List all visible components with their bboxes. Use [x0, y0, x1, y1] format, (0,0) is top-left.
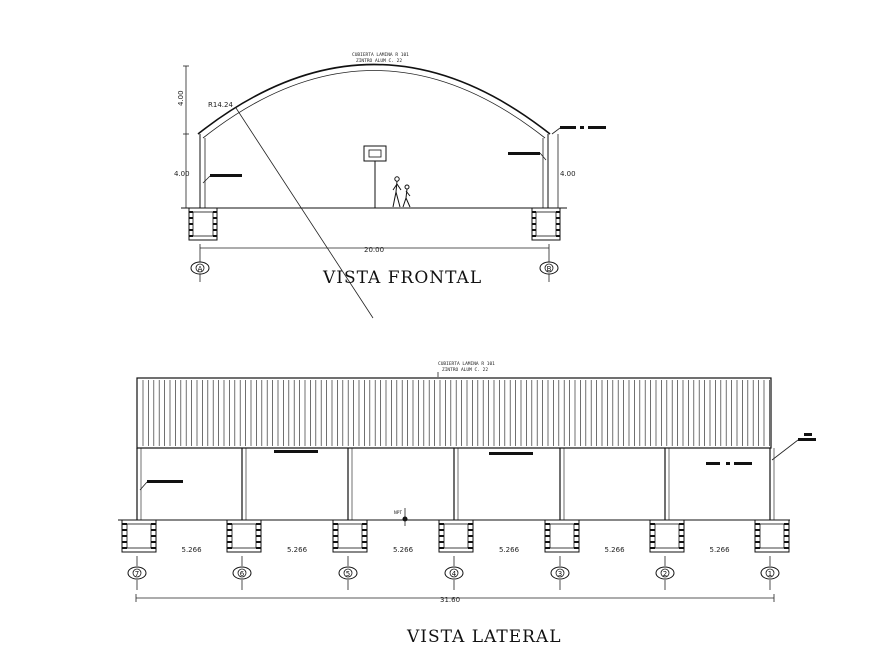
lateral-bay-dim: 5.266 — [287, 546, 308, 554]
lateral-callout-5 — [798, 438, 816, 441]
lateral-column-3 — [559, 448, 565, 520]
lateral-bay-dim: 5.266 — [182, 546, 203, 554]
lateral-column-4 — [453, 448, 459, 520]
lateral-column-2 — [664, 448, 670, 520]
lateral-axis-label: 6 — [240, 570, 245, 578]
lateral-axis-4: 4 — [444, 556, 464, 590]
frontal-radius-label: R14.24 — [208, 101, 233, 109]
lateral-axis-6: 6 — [232, 556, 252, 590]
lateral-column-6 — [241, 448, 247, 520]
lateral-level-marker: NPT — [394, 508, 408, 526]
lateral-axis-label: 7 — [135, 570, 139, 578]
lateral-column-7 — [136, 448, 142, 520]
lateral-title: VISTA LATERAL — [406, 627, 561, 647]
lateral-column-1 — [769, 448, 775, 520]
lateral-bay-dim: 5.266 — [605, 546, 626, 554]
lateral-axis-label: 1 — [768, 570, 772, 578]
lateral-callout-2 — [489, 452, 533, 455]
lateral-roof-note-2: ZINTRO ALUM C. 22 — [442, 367, 488, 373]
lateral-axis-label: 3 — [558, 570, 562, 578]
frontal-callout-right-2 — [560, 126, 576, 129]
lateral-roof-ribs — [142, 380, 770, 446]
lateral-total-dim: 31.60 — [440, 596, 460, 604]
lateral-footing-6 — [226, 519, 262, 553]
frontal-arch-roof — [197, 63, 551, 135]
frontal-roof-note-1: CUBIERTA LAMINA R 101 — [352, 52, 409, 58]
lateral-roof-note-1: CUBIERTA LAMINA R 101 — [438, 361, 495, 367]
lateral-axis-5: 5 — [338, 556, 358, 590]
lateral-column-5 — [347, 448, 353, 520]
frontal-people-figures — [392, 176, 411, 208]
frontal-radius-leader — [235, 107, 374, 319]
lateral-callout-1 — [274, 450, 318, 453]
frontal-axis-b-label: B — [547, 265, 552, 273]
lateral-axis-label: 2 — [663, 570, 667, 578]
frontal-callout-right-1 — [508, 152, 540, 155]
frontal-left-lower-dim: 4.00 — [174, 170, 190, 178]
frontal-axis-a-label: A — [198, 265, 203, 273]
frontal-left-upper-dim: 4.00 — [177, 90, 185, 106]
lateral-footing-1 — [754, 519, 790, 553]
frontal-left-footing — [181, 207, 233, 241]
frontal-axis-a: A — [190, 261, 210, 282]
lateral-footing-3 — [544, 519, 580, 553]
lateral-view: CUBIERTA LAMINA R 101 ZINTRO ALUM C. 22 … — [118, 361, 816, 647]
lateral-callout-4 — [706, 462, 720, 465]
lateral-footing-4 — [438, 519, 474, 553]
lateral-axis-7: 7 — [127, 556, 147, 590]
lateral-bay-dim: 5.266 — [710, 546, 731, 554]
frontal-axis-b: B — [539, 261, 559, 282]
lateral-footing-2 — [649, 519, 685, 553]
frontal-arch-inner — [202, 70, 546, 139]
lateral-axis-label: 4 — [452, 570, 457, 578]
lateral-roof — [136, 377, 772, 449]
frontal-right-dim: 4.00 — [560, 170, 576, 178]
lateral-bay-dim: 5.266 — [393, 546, 414, 554]
frontal-span-dim: 20.00 — [364, 246, 384, 254]
lateral-axis-2: 2 — [655, 556, 675, 590]
lateral-level-label: NPT — [394, 510, 402, 516]
lateral-axes: 7 6 5 4 3 2 1 — [127, 556, 780, 590]
frontal-title: VISTA FRONTAL — [322, 268, 482, 288]
lateral-axis-label: 5 — [346, 570, 350, 578]
lateral-bay-dim: 5.266 — [499, 546, 520, 554]
lateral-bay-dims: 5.266 5.266 5.266 5.266 5.266 5.266 — [182, 546, 731, 554]
lateral-footing-5 — [332, 519, 368, 553]
lateral-columns — [121, 448, 790, 553]
frontal-view: 4.00 4.00 4.00 R14.24 CUBIERTA LAMINA R … — [174, 52, 606, 319]
lateral-callout-3 — [147, 480, 183, 483]
frontal-roof-note-2: ZINTRO ALUM C. 22 — [356, 58, 402, 64]
frontal-right-footing — [531, 207, 561, 241]
lateral-footing-7 — [121, 519, 157, 553]
lateral-axis-3: 3 — [550, 556, 570, 590]
frontal-callout-left — [210, 174, 242, 177]
lateral-axis-1: 1 — [760, 556, 780, 590]
frontal-sign-board — [363, 145, 387, 208]
